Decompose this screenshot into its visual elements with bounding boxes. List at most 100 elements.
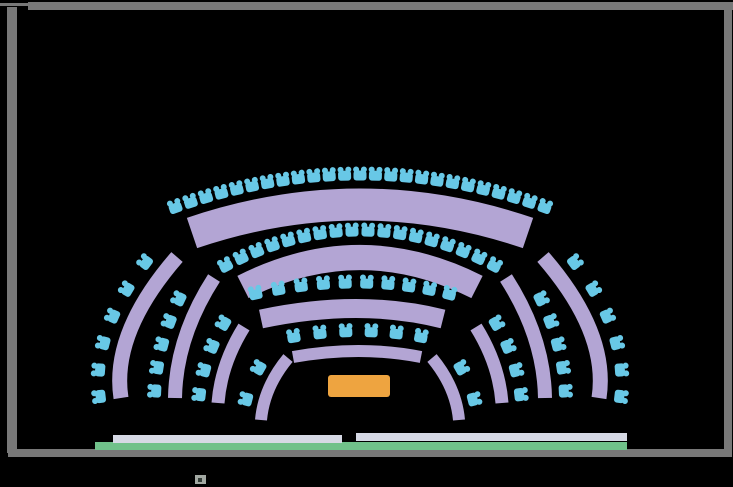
board-rail[interactable] xyxy=(95,442,627,450)
chair[interactable] xyxy=(414,169,430,185)
wing-right-middle[interactable] xyxy=(500,274,552,399)
chair[interactable] xyxy=(202,337,220,355)
chair[interactable] xyxy=(566,252,585,271)
chair[interactable] xyxy=(532,289,551,308)
chair[interactable] xyxy=(94,334,111,351)
chair[interactable] xyxy=(491,183,508,200)
chair[interactable] xyxy=(321,167,337,182)
chair[interactable] xyxy=(454,241,472,259)
chair[interactable] xyxy=(344,222,359,237)
chair[interactable] xyxy=(429,171,445,187)
chair[interactable] xyxy=(521,192,538,210)
chair[interactable] xyxy=(286,328,302,344)
whiteboard-right[interactable] xyxy=(356,433,627,441)
chair[interactable] xyxy=(441,284,458,301)
chair[interactable] xyxy=(550,336,567,353)
wing-left-outer[interactable] xyxy=(112,252,183,400)
chair[interactable] xyxy=(280,231,297,248)
chair[interactable] xyxy=(148,360,165,376)
wing-right-inner[interactable] xyxy=(470,323,509,404)
chair[interactable] xyxy=(452,358,471,377)
chair[interactable] xyxy=(368,166,383,181)
chair[interactable] xyxy=(466,391,483,408)
chair[interactable] xyxy=(90,362,106,377)
chair[interactable] xyxy=(513,387,530,402)
desk-row-2[interactable] xyxy=(237,245,483,299)
chair[interactable] xyxy=(195,362,212,379)
chair[interactable] xyxy=(275,171,291,187)
chair[interactable] xyxy=(377,223,392,238)
chair[interactable] xyxy=(506,188,523,205)
chair[interactable] xyxy=(312,324,327,340)
chair[interactable] xyxy=(244,176,260,193)
chair[interactable] xyxy=(270,280,286,296)
chair[interactable] xyxy=(169,289,188,308)
chair[interactable] xyxy=(214,313,233,332)
whiteboard-left[interactable] xyxy=(113,435,342,443)
wing-left-middle[interactable] xyxy=(168,274,220,399)
chair[interactable] xyxy=(91,389,107,404)
chair[interactable] xyxy=(182,192,199,210)
desk-row-3[interactable] xyxy=(259,299,446,329)
chair[interactable] xyxy=(337,166,352,181)
chair[interactable] xyxy=(499,337,517,355)
chair[interactable] xyxy=(487,313,506,332)
chair[interactable] xyxy=(213,183,230,200)
chair[interactable] xyxy=(389,324,404,340)
chair[interactable] xyxy=(401,277,417,293)
chair[interactable] xyxy=(338,323,353,338)
chair[interactable] xyxy=(290,169,306,185)
chair[interactable] xyxy=(166,197,184,215)
chair[interactable] xyxy=(228,180,245,197)
chair[interactable] xyxy=(328,223,343,238)
chair[interactable] xyxy=(316,275,331,290)
chair[interactable] xyxy=(364,323,379,338)
chair[interactable] xyxy=(197,188,214,205)
desk-row-4[interactable] xyxy=(291,345,423,363)
chair[interactable] xyxy=(247,284,263,301)
chair[interactable] xyxy=(359,274,374,289)
chair[interactable] xyxy=(191,387,207,402)
wing-left-inner[interactable] xyxy=(211,323,250,404)
chair[interactable] xyxy=(408,227,424,244)
chair[interactable] xyxy=(421,280,438,296)
chair[interactable] xyxy=(237,391,254,408)
chair[interactable] xyxy=(296,227,312,244)
chair[interactable] xyxy=(103,307,121,325)
chair[interactable] xyxy=(153,336,170,353)
chair[interactable] xyxy=(147,383,162,398)
chair[interactable] xyxy=(361,222,376,237)
chair[interactable] xyxy=(312,225,328,241)
chair[interactable] xyxy=(413,327,429,344)
front-right-arc[interactable] xyxy=(427,354,465,421)
chair[interactable] xyxy=(614,362,630,377)
chair[interactable] xyxy=(485,255,504,274)
chair[interactable] xyxy=(399,168,414,183)
chair[interactable] xyxy=(536,197,554,215)
chair[interactable] xyxy=(117,279,136,298)
chair[interactable] xyxy=(353,166,367,181)
chair[interactable] xyxy=(555,360,572,376)
chair[interactable] xyxy=(232,248,250,266)
chair[interactable] xyxy=(542,312,560,330)
chair[interactable] xyxy=(216,255,235,274)
chair[interactable] xyxy=(249,358,268,377)
chair[interactable] xyxy=(248,241,266,259)
chair[interactable] xyxy=(460,176,476,193)
chair[interactable] xyxy=(584,279,603,298)
chair[interactable] xyxy=(160,312,178,330)
front-left-arc[interactable] xyxy=(255,354,293,421)
chair[interactable] xyxy=(445,174,461,190)
chair[interactable] xyxy=(609,334,626,351)
chair[interactable] xyxy=(263,235,281,253)
teacher-desk[interactable] xyxy=(328,375,390,397)
chair[interactable] xyxy=(599,307,617,325)
chair[interactable] xyxy=(470,248,488,266)
chair[interactable] xyxy=(392,225,408,241)
chair[interactable] xyxy=(293,277,308,293)
chair[interactable] xyxy=(259,174,275,190)
desk-row-1[interactable] xyxy=(186,188,534,249)
chair[interactable] xyxy=(135,252,154,271)
chair[interactable] xyxy=(614,389,630,404)
